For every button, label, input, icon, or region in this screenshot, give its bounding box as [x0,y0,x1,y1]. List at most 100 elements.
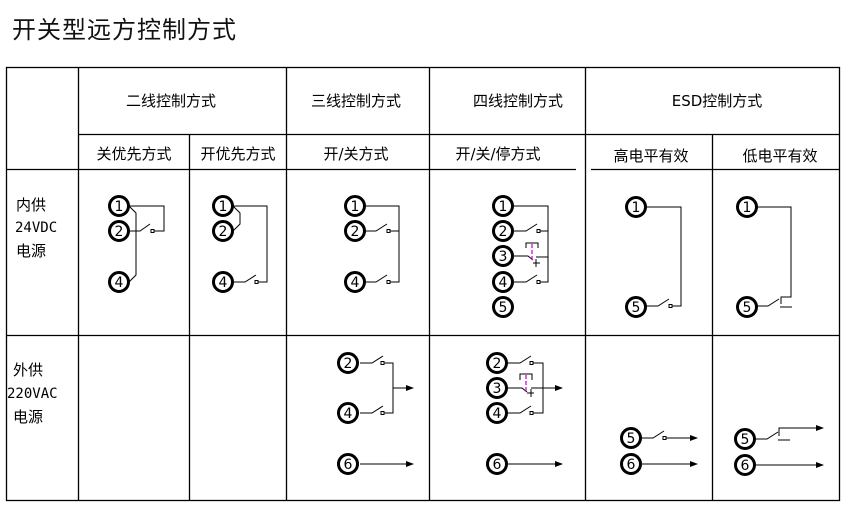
terminal-2: 2 [108,220,130,242]
terminal-5: 5 [625,296,647,318]
terminal-number: 1 [632,200,641,216]
terminal-circle [108,195,130,217]
terminal-circle [736,196,758,218]
terminal-number: 6 [627,457,636,473]
terminal-4: 4 [337,402,359,424]
terminal-circle [492,220,514,242]
terminal-circle [337,453,359,475]
terminal-number: 2 [351,224,360,240]
row-label-line: 电源 [16,242,46,260]
terminal-6: 6 [734,454,756,476]
terminal-number: 4 [351,275,360,291]
header-group-three-wire: 三线控制方式 [311,92,401,110]
terminal-4: 4 [344,271,366,293]
diagram-three-wire-internal [365,205,400,284]
terminal-circle [486,377,508,399]
table-border [5,66,841,502]
terminal-2: 2 [344,220,366,242]
terminal-circle [212,271,234,293]
row-label-line: 内供 [16,196,46,214]
row-label-internal-supply: 内供 24VDC 电源 [15,196,57,260]
terminal-circle [486,352,508,374]
terminal-number: 6 [741,458,750,474]
terminal-1: 1 [625,196,647,218]
terminal-3: 3 [486,377,508,399]
terminal-2: 2 [212,220,234,242]
terminal-1: 1 [492,195,514,217]
terminal-1: 1 [212,195,234,217]
terminal-number: 4 [493,406,502,422]
terminal-circle [736,296,758,318]
terminal-number: 4 [344,406,353,422]
terminal-circle [492,245,514,267]
terminal-6: 6 [337,453,359,475]
terminal-6: 6 [486,453,508,475]
terminal-4: 4 [486,402,508,424]
terminal-number: 5 [627,431,636,447]
terminal-number: 3 [499,249,508,265]
terminal-5: 5 [736,296,758,318]
terminal-number: 5 [743,300,752,316]
terminal-circle [620,453,642,475]
page-title: 开关型远方控制方式 [12,16,237,44]
terminal-number: 3 [493,381,502,397]
diagram-three-wire-external [360,355,414,467]
header-group-two-wire: 二线控制方式 [126,92,216,110]
terminal-circle [734,454,756,476]
terminal-circle [486,453,508,475]
terminal-number: 4 [219,275,228,291]
terminal-layer: 1 2 4 1 2 4 1 2 4 1 2 3 4 5 1 5 1 5 2 4 6 2 3 4 6 5 6 5 6 [108,195,758,476]
terminal-2: 2 [492,220,514,242]
terminal-number: 6 [344,457,353,473]
terminal-4: 4 [108,271,130,293]
terminal-circle [212,195,234,217]
terminal-number: 2 [499,224,508,240]
terminal-circle [337,352,359,374]
terminal-1: 1 [736,196,758,218]
row-label-external-supply: 外供 220VAC 电源 [7,361,58,426]
terminal-number: 2 [115,224,124,240]
subheader-open-close-stop: 开/关/停方式 [455,145,540,163]
subheader-open-close: 开/关方式 [323,145,388,163]
row-label-voltage: 220VAC [7,386,58,402]
diagram-esd-low-internal [757,206,792,308]
subheader-high-level: 高电平有效 [613,147,688,165]
terminal-number: 2 [344,356,353,372]
terminal-number: 5 [741,432,750,448]
terminal-1: 1 [108,195,130,217]
terminal-number: 4 [499,275,508,291]
terminal-number: 4 [115,275,124,291]
row-label-voltage: 24VDC [15,220,57,236]
terminal-3: 3 [492,245,514,267]
terminal-circle [492,296,514,318]
terminal-circle [337,402,359,424]
header-group-esd: ESD控制方式 [672,92,763,110]
terminal-4: 4 [492,271,514,293]
terminal-number: 2 [493,356,502,372]
terminal-number: 5 [499,300,508,316]
terminal-4: 4 [212,271,234,293]
terminal-circle [620,427,642,449]
terminal-5: 5 [620,427,642,449]
header-group-four-wire: 四线控制方式 [473,92,563,110]
subheader-close-priority: 关优先方式 [96,145,171,163]
diagram-esd-low-external [756,425,824,468]
terminal-number: 1 [351,199,360,215]
terminal-5: 5 [492,296,514,318]
terminal-circle [492,271,514,293]
terminal-circle [344,271,366,293]
terminal-circle [734,428,756,450]
terminal-circle [212,220,234,242]
diagram-esd-high-internal [646,206,682,308]
terminal-circle [625,196,647,218]
terminal-circle [344,220,366,242]
terminal-5: 5 [734,428,756,450]
terminal-number: 6 [493,457,502,473]
terminal-1: 1 [344,195,366,217]
terminal-circle [108,220,130,242]
table-grid [5,66,841,502]
diagram-open-priority-internal [232,205,268,284]
terminal-2: 2 [337,352,359,374]
diagram-four-wire-internal [514,205,549,284]
